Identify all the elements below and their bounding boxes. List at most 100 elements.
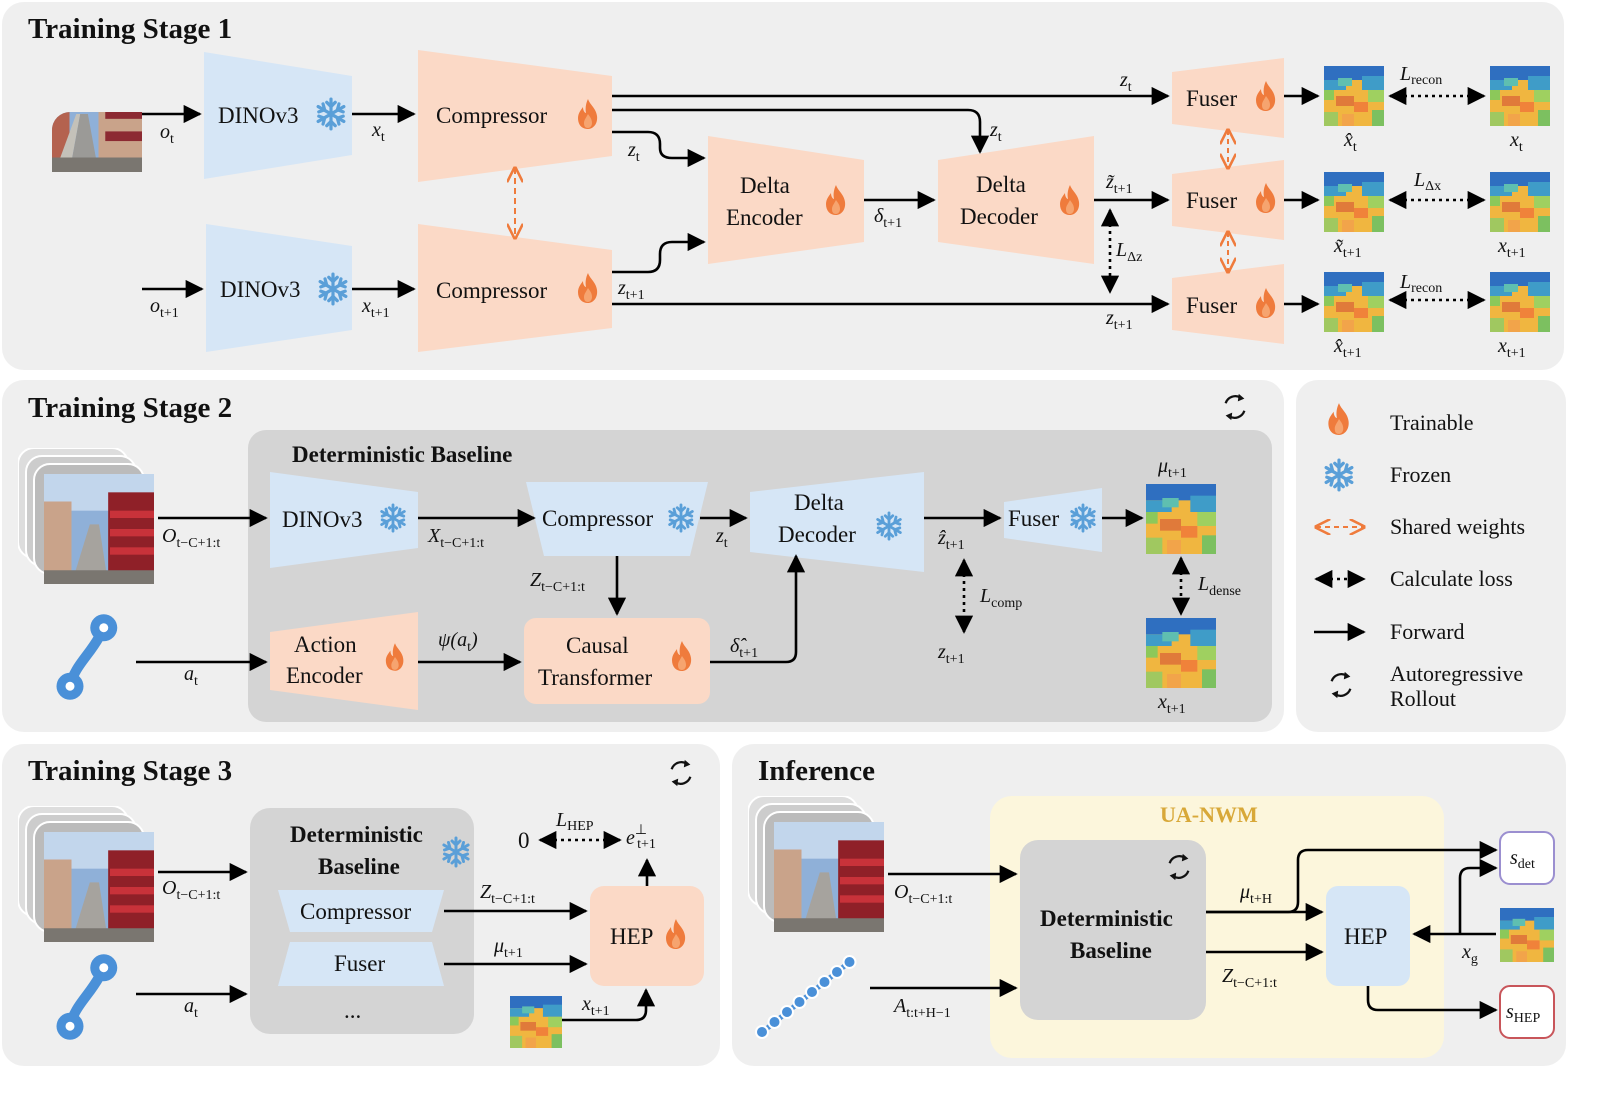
legend-panel [1296, 380, 1566, 732]
label-z-t-dec: zt [989, 119, 1002, 145]
causal-transformer-line1: Causal [566, 633, 629, 658]
stage2-compressor [526, 482, 708, 556]
label-s-det: sdet [1510, 847, 1535, 872]
stage2-title: Training Stage 2 [28, 392, 232, 424]
stage3-compressor [278, 890, 444, 932]
label-L-recon-bottom: Lrecon [1399, 271, 1442, 296]
stage2-delta-decoder-line1: Delta [794, 490, 844, 515]
stage1-arrows [142, 86, 1320, 314]
fuser-1-label: Fuser [1186, 86, 1237, 111]
stage3-arrows [136, 858, 657, 1022]
stage3-compressor-label: Compressor [300, 899, 412, 924]
label-xhat-t: x̂t [1343, 129, 1357, 155]
stage3-fuser-label: Fuser [334, 951, 385, 976]
stage2-image-stack [18, 448, 154, 584]
stage1-fuser-3 [1172, 264, 1284, 344]
stage3-heatmap [510, 996, 562, 1048]
label-z-t-top: zt [1119, 69, 1132, 95]
ua-nwm-title: UA-NWM [1160, 802, 1258, 827]
label-O: Ot−C+1:t [162, 877, 220, 903]
delta-encoder-line1: Delta [740, 173, 790, 198]
heatmap-xhat-t1 [1324, 272, 1384, 332]
inference-title: Inference [758, 755, 875, 787]
label-L-hep: LHEP [555, 809, 594, 834]
action-bead [780, 1005, 794, 1019]
inference-baseline-line2: Baseline [1070, 938, 1152, 963]
label-e: e⊥t+1 [626, 823, 656, 852]
legend-frozen: Frozen [1390, 462, 1451, 487]
goal-heatmap [1500, 908, 1554, 962]
causal-transformer-line2: Transformer [538, 665, 652, 690]
label-a-t: at [184, 663, 198, 689]
stage3-hep-label: HEP [610, 924, 653, 949]
stage3-ellipsis: ... [344, 998, 361, 1023]
label-ztilde: z̃t+1 [1105, 171, 1133, 197]
legend-shared-weights: Shared weights [1390, 514, 1525, 539]
label-L-dense: Ldense [1197, 573, 1241, 599]
label-x-t1: xt+1 [1157, 691, 1186, 717]
stage2-arrows [136, 508, 1144, 672]
stage1-loss-arrows [1100, 86, 1486, 310]
inference-hep [1326, 886, 1410, 986]
label-x-t1-right-a: xt+1 [1497, 235, 1526, 261]
label-x-t1-right-b: xt+1 [1497, 335, 1526, 361]
action-bead [830, 965, 844, 979]
stage1-dinov3-bottom [206, 224, 352, 352]
stage1-delta-decoder [938, 136, 1094, 264]
action-bead [792, 995, 807, 1009]
action-chain-icon [755, 955, 857, 1039]
label-L-dx: LΔx [1413, 169, 1441, 194]
label-z-t1-right: zt+1 [1105, 307, 1133, 333]
label-Z: Zt−C+1:t [530, 569, 585, 595]
label-mu: μt+1 [493, 935, 523, 961]
label-zero: 0 [518, 828, 530, 853]
stage1-compressor-bottom-label: Compressor [436, 278, 548, 303]
label-xg: xg [1461, 941, 1478, 967]
inference-baseline-line1: Deterministic [1040, 906, 1173, 931]
label-L-recon-top: Lrecon [1399, 63, 1442, 88]
stage2-loss-arrows [954, 556, 1191, 634]
label-xhat-t1: x̂t+1 [1333, 335, 1362, 361]
heatmap-x-t1-a [1490, 172, 1550, 232]
action-bead [817, 975, 832, 989]
label-o-t1: ot+1 [150, 295, 179, 321]
label-x-t-right: xt [1509, 129, 1523, 155]
stage2-fuser [1004, 488, 1102, 552]
inference-image-stack [748, 796, 884, 932]
stage2-dinov3-label: DINOv3 [282, 507, 363, 532]
label-L-comp: Lcomp [979, 585, 1022, 611]
label-A: At:t+H−1 [892, 995, 951, 1021]
stage1-dinov3-top-label: DINOv3 [218, 103, 299, 128]
heatmap-x-t [1490, 66, 1550, 126]
label-a-t: at [184, 995, 198, 1021]
heatmap-xhat-t [1324, 66, 1384, 126]
label-Z: Zt−C+1:t [1222, 965, 1277, 991]
stage2-delta-decoder-line2: Decoder [778, 522, 856, 547]
label-psi: ψ(at) [438, 629, 478, 655]
action-encoder-line2: Encoder [286, 663, 363, 688]
legend-trainable: Trainable [1390, 410, 1474, 435]
label-z-t: zt [715, 525, 728, 551]
label-z-t-enc: zt [627, 139, 640, 165]
label-x-t1: xt+1 [581, 993, 610, 1019]
stage2-action-encoder [270, 612, 418, 710]
inference-baseline-box [1020, 840, 1206, 1020]
stage1-compressor-top-label: Compressor [436, 103, 548, 128]
action-bead [842, 955, 857, 969]
fuser-3-label: Fuser [1186, 293, 1237, 318]
label-mu: μt+1 [1157, 455, 1187, 481]
action-bead [767, 1015, 782, 1029]
label-z-t1: zt+1 [937, 641, 965, 667]
inference-arrows [870, 840, 1498, 1020]
stage2-delta-decoder [750, 472, 924, 572]
label-xtilde-t1: x̃t+1 [1333, 235, 1362, 261]
legend-calculate-loss: Calculate loss [1390, 566, 1513, 591]
stage3-baseline-line1: Deterministic [290, 822, 423, 847]
stage1-dinov3-top [204, 52, 352, 179]
label-z-t1-bottom: zt+1 [617, 277, 645, 303]
s-hep-box [1499, 985, 1555, 1039]
label-x-t: xt [371, 119, 385, 145]
stage2-baseline-title: Deterministic Baseline [292, 442, 512, 467]
stage2-dinov3 [270, 472, 418, 568]
label-o-t: ot [160, 121, 174, 147]
